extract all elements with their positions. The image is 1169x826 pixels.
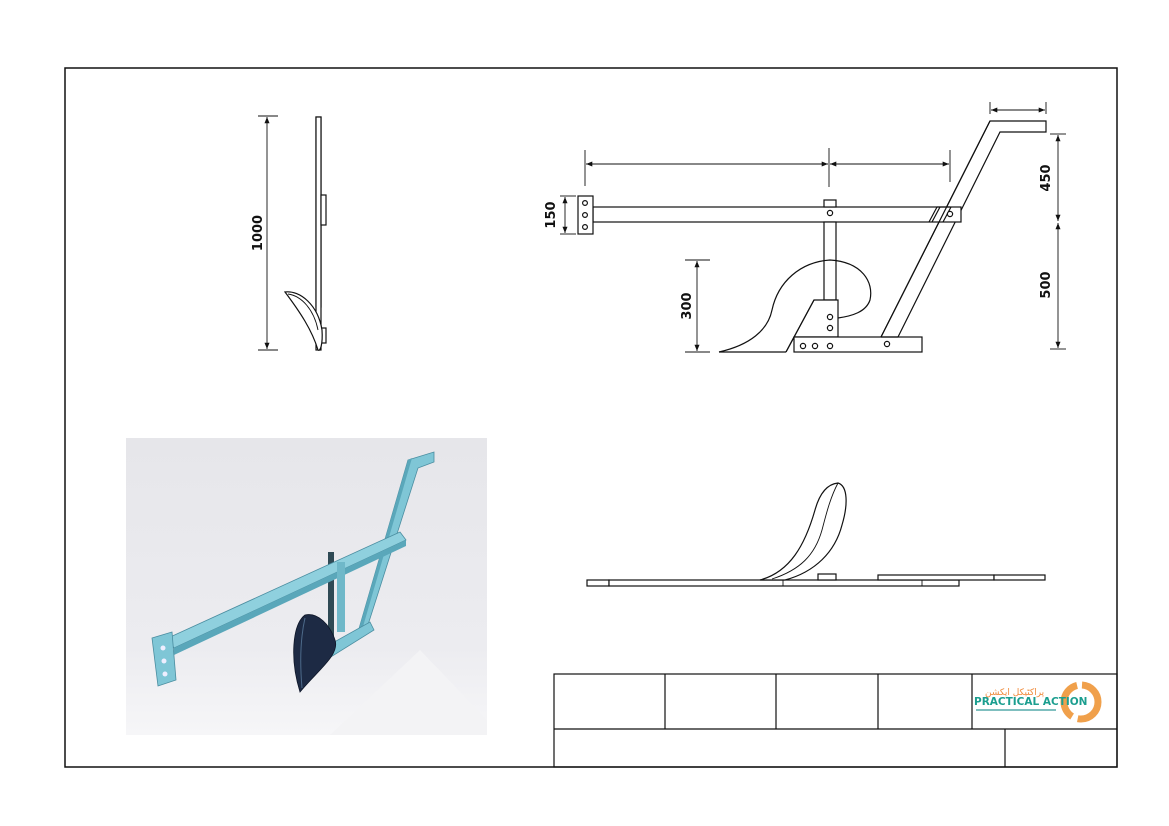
mouldboard-render: [293, 614, 337, 693]
plan-view: [586, 482, 1046, 587]
side-view: 150 300 450 500: [544, 102, 1066, 353]
dimension-label-150: 150: [544, 201, 559, 228]
mouldboard-plan: [759, 482, 847, 581]
bolt-hole: [946, 210, 954, 218]
front-view: 1000: [251, 115, 327, 351]
beam: [592, 206, 962, 223]
beam-stub-front: [320, 194, 327, 226]
practical-action-logo: ﭘﺮﺍﻛﭩﻴﻜﻞ ﺍﻳﻜﺸﻦ PRACTICAL ACTION: [974, 681, 1102, 723]
standard-cap: [823, 199, 837, 208]
base-rail: [793, 336, 923, 353]
logo-script-text: ﭘﺮﺍﻛﭩﻴﻜﻞ ﺍﻳﻜﺸﻦ: [985, 688, 1045, 698]
logo-name: PRACTICAL ACTION: [974, 696, 1087, 708]
dimension-label-500: 500: [1039, 271, 1054, 298]
plough-3d-render: [126, 438, 487, 735]
share-front: [283, 291, 323, 351]
beam-plan: [608, 579, 960, 587]
handle: [880, 120, 1047, 338]
dimension-label-1000: 1000: [251, 215, 266, 251]
title-block: ﭘﺮﺍﻛﭩﻴﻜﻞ ﺍﻳﻜﺸﻦ PRACTICAL ACTION: [553, 673, 1118, 768]
dimension-label-450: 450: [1039, 164, 1054, 191]
dimension-label-300: 300: [680, 292, 695, 319]
mouldboard: [718, 259, 872, 353]
